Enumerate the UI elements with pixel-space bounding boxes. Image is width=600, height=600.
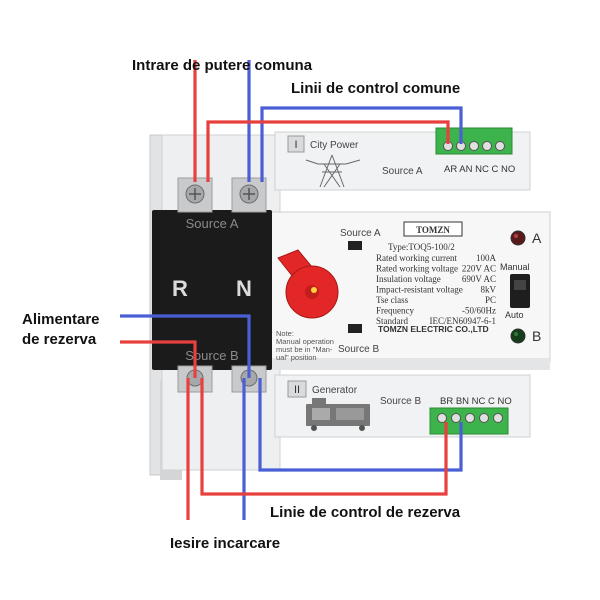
spec-key: Tse class xyxy=(376,295,409,305)
panel-source-a-label: Source A xyxy=(340,228,381,239)
top-terminal-r xyxy=(177,177,213,213)
spec-value: 220V AC xyxy=(462,264,496,274)
block-source-b-label: Source B xyxy=(185,348,238,363)
selector-knob[interactable] xyxy=(277,249,339,319)
section-1-name: City Power xyxy=(310,140,359,151)
spec-value: PC xyxy=(485,295,496,305)
manual-note-line-4: ual" position xyxy=(276,353,317,362)
spec-key: Rated working current xyxy=(376,253,457,263)
type-line: Type:TOQ5-100/2 xyxy=(388,242,455,252)
wiring xyxy=(120,60,463,520)
label-backup-supply-line-1: Alimentare xyxy=(22,311,100,328)
backup-control-live-wire xyxy=(200,378,448,496)
spec-key: Standard xyxy=(376,316,408,326)
section-1-badge xyxy=(287,135,305,153)
spec-value: IEC/EN60947-6-1 xyxy=(430,316,497,326)
terminal-screw-icon xyxy=(493,413,503,423)
phase-n-label: N xyxy=(236,276,252,301)
section-1-numeral: I xyxy=(294,139,297,151)
terminals-bottom-label: BR BN NC C NO xyxy=(440,396,512,407)
auto-label: Auto xyxy=(505,310,524,320)
indicator-a-label: A xyxy=(532,230,542,246)
label-load-output: Iesire incarcare xyxy=(170,535,280,552)
label-backup-supply-line-2: de rezerva xyxy=(22,331,97,348)
generator-icon xyxy=(306,398,370,431)
source-b-window xyxy=(348,324,362,333)
panel-source-b-label: Source B xyxy=(338,344,379,355)
backup-control-neutral-wire xyxy=(258,378,463,472)
indicator-a-lamp-icon xyxy=(510,230,526,246)
terminal-screw-icon xyxy=(469,141,479,151)
spec-value: 690V AC xyxy=(462,274,496,284)
label-backup-control: Linie de control de rezerva xyxy=(270,504,461,521)
backup-supply-live-wire xyxy=(120,340,197,378)
block-source-a-label: Source A xyxy=(186,216,239,231)
spec-value: -50/60Hz xyxy=(462,306,496,316)
brand-name: TOMZN xyxy=(416,225,450,235)
terminal-screw-icon xyxy=(465,413,475,423)
terminal-screw-icon xyxy=(479,413,489,423)
spec-key: Frequency xyxy=(376,306,414,316)
terminals-top-label: AR AN NC C NO xyxy=(444,164,515,175)
manual-note-line-2: Manual operation xyxy=(276,337,334,346)
power-pylon-icon xyxy=(305,154,361,188)
nameplate-footer: TOMZN ELECTRIC CO.,LTD xyxy=(378,324,489,334)
source-a-top-label: Source A xyxy=(382,166,423,177)
common-control-live-wire xyxy=(206,120,450,182)
section-2-name: Generator xyxy=(312,385,358,396)
indicator-b-label: B xyxy=(532,328,541,344)
phase-r-label: R xyxy=(172,276,188,301)
source-b-bottom-label: Source B xyxy=(380,396,421,407)
indicator-b-lamp-icon xyxy=(510,328,526,344)
manual-auto-switch[interactable] xyxy=(510,274,530,308)
terminal-screw-icon xyxy=(451,413,461,423)
terminal-screw-icon xyxy=(482,141,492,151)
spec-list: Rated working current 100A Rated working v… xyxy=(376,253,497,326)
label-city-power-input: Intrare de putere comuna xyxy=(132,57,313,74)
section-2-numeral: II xyxy=(294,384,300,396)
ats-device: Source A Source B R N I City Power xyxy=(149,127,551,480)
spec-key: Impact-resistant voltage xyxy=(376,285,463,295)
manual-label: Manual xyxy=(500,262,530,272)
manual-note-line-3: must be in "Man- xyxy=(276,345,333,354)
section-2-badge xyxy=(287,380,307,398)
spec-value: 8kV xyxy=(481,285,497,295)
spec-value: 100A xyxy=(476,253,497,263)
manual-note-line-1: Note: xyxy=(276,329,294,338)
spec-key: Rated working voltage xyxy=(376,264,458,274)
main-panel-shadow xyxy=(268,358,550,370)
common-control-neutral-wire xyxy=(260,106,463,182)
switch-block xyxy=(152,210,272,370)
spec-key: Insulation voltage xyxy=(376,274,441,284)
terminal-screw-icon xyxy=(437,413,447,423)
terminal-screw-icon xyxy=(495,141,505,151)
top-terminal-n xyxy=(231,177,267,213)
source-a-window xyxy=(348,241,362,250)
callout-labels: Intrare de putere comuna Linii de contro… xyxy=(22,57,461,552)
bottom-control-terminal-block xyxy=(429,407,509,435)
backup-supply-neutral-wire xyxy=(120,314,251,378)
label-common-control: Linii de control comune xyxy=(291,80,460,97)
brand-badge xyxy=(403,221,463,237)
